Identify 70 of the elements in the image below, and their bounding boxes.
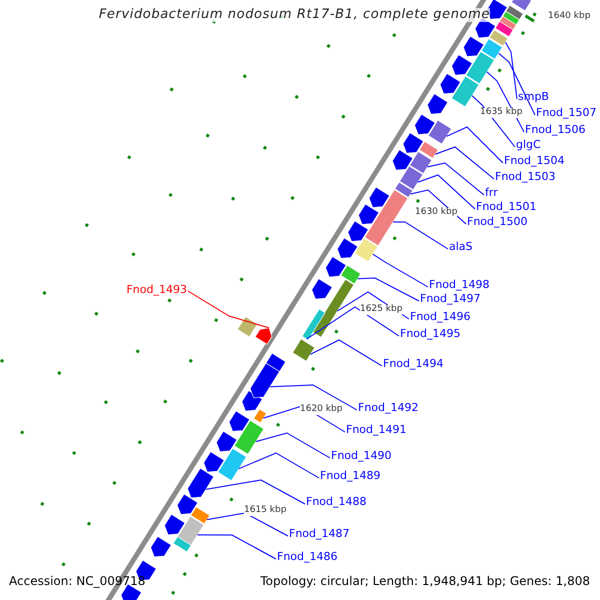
gene-label: glgC xyxy=(516,138,541,152)
scale-label: 1630 kbp xyxy=(415,208,458,218)
leader-line xyxy=(310,339,382,366)
gene-label: Fnod_1488 xyxy=(306,496,367,508)
gene-block xyxy=(234,420,264,455)
gene-block xyxy=(489,29,508,46)
gene-label: Fnod_1489 xyxy=(320,470,381,482)
leader-line xyxy=(427,162,484,196)
gene-block xyxy=(418,140,439,159)
leader-line xyxy=(418,174,476,210)
leader-line xyxy=(357,278,420,302)
genome-info-label: Topology: circular; Length: 1,948,941 bp; Genes: 1,808 xyxy=(260,575,590,588)
gene-block xyxy=(254,328,272,345)
gene-label: Fnod_1497 xyxy=(420,292,481,306)
gene-block xyxy=(340,264,362,284)
gene-block xyxy=(253,408,267,424)
gene-block xyxy=(292,338,316,362)
gene-block xyxy=(451,76,480,108)
leader-line xyxy=(205,479,306,504)
leader-line xyxy=(372,254,428,288)
map-title: Fervidobacterium nodosum Rt17-B1, complete genome xyxy=(98,8,490,22)
gene-block xyxy=(409,151,432,174)
gene-block xyxy=(354,238,378,262)
leader-line xyxy=(392,222,448,250)
leader-line xyxy=(238,452,320,478)
gene-label: Fnod_1493 xyxy=(126,284,187,296)
gene-block xyxy=(394,182,414,198)
gene-block xyxy=(465,51,495,84)
leader-line xyxy=(435,146,494,180)
gene-block xyxy=(364,189,408,246)
leader-line xyxy=(504,42,518,100)
gene-label: Fnod_1507 xyxy=(536,106,597,120)
gene-label: Fnod_1504 xyxy=(504,154,565,168)
scale-label: 1620 kbp xyxy=(300,405,342,415)
leader-line xyxy=(188,290,270,328)
scale-label: 1635 kbp xyxy=(480,108,522,118)
gene-block xyxy=(217,448,247,482)
gene-label: Fnod_1495 xyxy=(400,328,461,340)
gene-label: Fnod_1487 xyxy=(289,528,350,540)
gene-label: Fnod_1506 xyxy=(525,124,586,136)
gene-label: Fnod_1494 xyxy=(383,358,444,370)
leader-line xyxy=(197,534,276,560)
gene-label: Fnod_1486 xyxy=(277,550,338,564)
scale-label: 1615 kbp xyxy=(244,506,286,516)
gene-block xyxy=(187,468,214,498)
gene-label: Fnod_1500 xyxy=(467,216,528,228)
gene-label: Fnod_1496 xyxy=(410,310,471,324)
gene-block xyxy=(312,278,354,338)
gene-block xyxy=(190,506,210,524)
gene-block xyxy=(302,308,326,340)
gene-label: Fnod_1492 xyxy=(358,402,419,414)
leader-line xyxy=(306,306,400,340)
accession-label: Accession: NC_009718 xyxy=(9,575,146,588)
gene-label: frr xyxy=(485,186,498,200)
gene-label: Fnod_1503 xyxy=(495,170,556,184)
gene-block xyxy=(480,38,503,60)
gene-block xyxy=(428,120,452,144)
scale-label: 1640 kbp xyxy=(548,12,590,22)
scale-label: 1625 kbp xyxy=(360,305,402,315)
gene-label: Fnod_1491 xyxy=(346,424,407,436)
leader-line xyxy=(270,384,358,410)
gene-block xyxy=(399,166,424,190)
gene-label: Fnod_1490 xyxy=(331,450,392,462)
gene-block xyxy=(177,516,204,546)
leader-line xyxy=(255,432,330,458)
gene-label: Fnod_1501 xyxy=(476,200,537,214)
gene-label: Fnod_1498 xyxy=(429,278,490,292)
leader-line xyxy=(446,126,504,164)
leader-line xyxy=(206,512,288,536)
gene-label: alaS xyxy=(449,240,473,254)
